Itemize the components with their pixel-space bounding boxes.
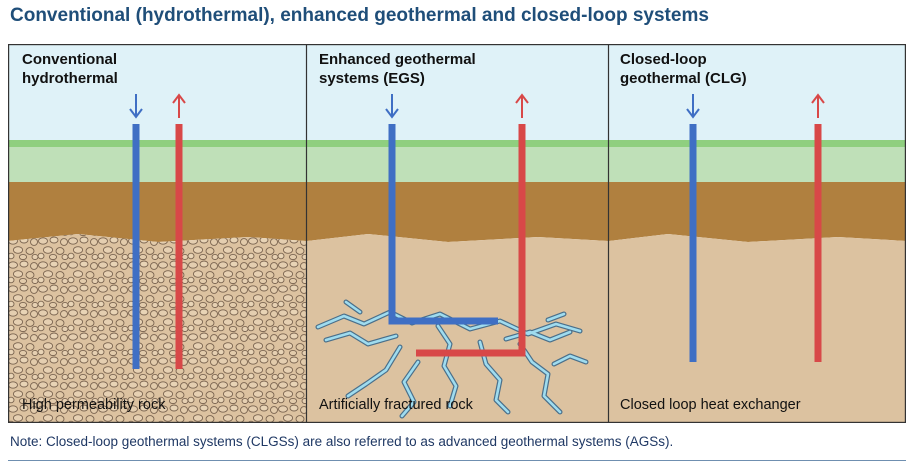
panel-title-line: Closed-loop (620, 51, 707, 68)
panel-caption: High permeability rock (22, 397, 166, 413)
up-arrow-icon (515, 93, 529, 118)
grass-layer (609, 140, 906, 147)
svg-text:Conventional hydrotherma: Conventional hydrothermal (22, 51, 121, 87)
up-arrow-icon (811, 93, 825, 118)
groundwater-layer (307, 147, 608, 182)
groundwater-layer (8, 147, 306, 182)
panel-title-line: Conventional (22, 51, 117, 68)
sky-layer (8, 44, 306, 140)
clay-layer (609, 182, 906, 242)
grass-layer (8, 140, 306, 147)
panel-caption: Artificially fractured rock (319, 397, 474, 413)
permeable-rock-layer (8, 234, 306, 422)
clay-layer (307, 182, 608, 242)
svg-text:Enhanced geothermal syst: Enhanced geothermal systems (EGS) (319, 51, 480, 87)
production-well (416, 124, 526, 357)
panel-caption: Closed loop heat exchanger (620, 397, 801, 413)
page-title: Conventional (hydrothermal), enhanced ge… (10, 5, 709, 26)
panel-egs: Enhanced geothermal systems (EGS) Artifi… (307, 44, 608, 422)
down-arrow-icon (129, 94, 143, 119)
up-arrow-icon (172, 93, 186, 118)
groundwater-layer (609, 147, 906, 182)
panel-conventional: Conventional hydrothermal High permeabil… (8, 44, 306, 422)
footnote: Note: Closed-loop geothermal systems (CL… (10, 434, 674, 449)
geothermal-systems-diagram: Conventional hydrothermal High permeabil… (8, 44, 906, 423)
bottom-divider (8, 460, 906, 461)
panel-clg: Closed-loop geothermal (CLG) Closed loop… (609, 44, 906, 422)
fracture-network (315, 299, 589, 419)
sky-layer (609, 44, 906, 140)
injection-well (388, 124, 498, 325)
panel-title-line: Enhanced geothermal (319, 51, 476, 68)
panel-title-line: systems (EGS) (319, 70, 425, 87)
sky-layer (307, 44, 608, 140)
down-arrow-icon (385, 94, 399, 119)
svg-text:Closed-loop geothermal (: Closed-loop geothermal (CLG) (620, 51, 747, 87)
down-arrow-icon (686, 94, 700, 119)
panel-title-line: hydrothermal (22, 70, 118, 87)
panel-borders (8, 44, 906, 423)
clay-layer (8, 182, 306, 242)
panel-title-line: geothermal (CLG) (620, 70, 747, 87)
grass-layer (307, 140, 608, 147)
